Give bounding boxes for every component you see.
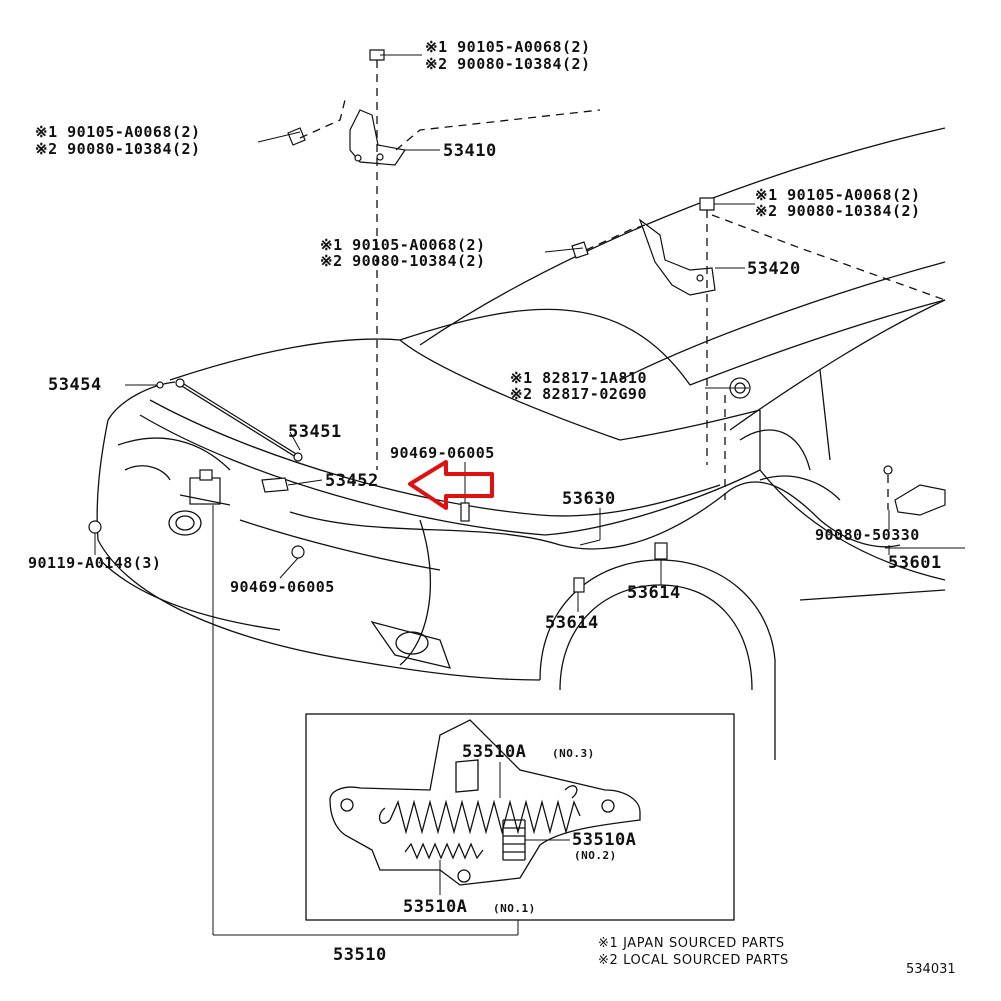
part-53452-label: 53452 (325, 471, 379, 491)
bolt-label-left-1: ※1 90105-A0068(2) (35, 123, 201, 141)
fender-clips (573, 542, 668, 593)
hood-sensor-part (883, 465, 946, 516)
hood-release-cable (289, 481, 901, 550)
cushion-label-top: 90469-06005 (390, 444, 495, 462)
bolt-label-right-2: ※2 90080-10384(2) (755, 202, 921, 220)
leader-lines (94, 54, 965, 936)
hood-cushion (460, 502, 470, 522)
hood-hinge-left (287, 49, 407, 166)
clip-82817-label-2: ※2 82817-02G90 (510, 385, 647, 403)
spring-no1-tag: (NO.1) (493, 902, 536, 915)
bolt-label-mid-1: ※1 90105-A0068(2) (320, 236, 486, 254)
figure-code: 534031 (906, 962, 956, 977)
bolt-label-left-2: ※2 90080-10384(2) (35, 140, 201, 158)
part-53601-label: 53601 (888, 553, 942, 573)
clip-82817-label-1: ※1 82817-1A810 (510, 369, 647, 387)
highlight-arrow (408, 460, 494, 510)
sensor-bolt-label: 90080-50330 (815, 526, 920, 544)
legend-note-japan: ※1 JAPAN SOURCED PARTS (598, 936, 785, 951)
hood-hinge-right (571, 197, 716, 296)
bolt-label-right-1: ※1 90105-A0068(2) (755, 186, 921, 204)
cushion-label-bottom: 90469-06005 (230, 578, 335, 596)
part-53454-label: 53454 (48, 375, 102, 395)
car-body (96, 127, 946, 760)
spring-no2-label: 53510A (572, 830, 637, 850)
spring-no1-label: 53510A (403, 897, 468, 917)
hood-support-rod (156, 378, 303, 462)
spring-no3-label: 53510A (462, 742, 527, 762)
hood-latch-on-car (88, 469, 305, 559)
legend-note-local: ※2 LOCAL SOURCED PARTS (598, 953, 789, 968)
part-53510-label: 53510 (333, 945, 387, 965)
part-53451-label: 53451 (288, 422, 342, 442)
clip-left-label: 90119-A0148(3) (28, 554, 162, 572)
spring-no2-tag: (NO.2) (574, 849, 617, 862)
latch-detail-box (305, 713, 735, 921)
part-53614-left-label: 53614 (545, 613, 599, 633)
spring-no3-tag: (NO.3) (552, 747, 595, 760)
installation-dashed-lines (299, 60, 946, 510)
bolt-label-top-2: ※2 90080-10384(2) (425, 55, 591, 73)
part-53420-label: 53420 (747, 259, 801, 279)
part-53614-right-label: 53614 (627, 583, 681, 603)
bolt-label-mid-2: ※2 90080-10384(2) (320, 252, 486, 270)
part-53630-label: 53630 (562, 489, 616, 509)
bolt-label-top-1: ※1 90105-A0068(2) (425, 38, 591, 56)
part-53410-label: 53410 (443, 141, 497, 161)
hood-lock-striker (261, 477, 289, 493)
